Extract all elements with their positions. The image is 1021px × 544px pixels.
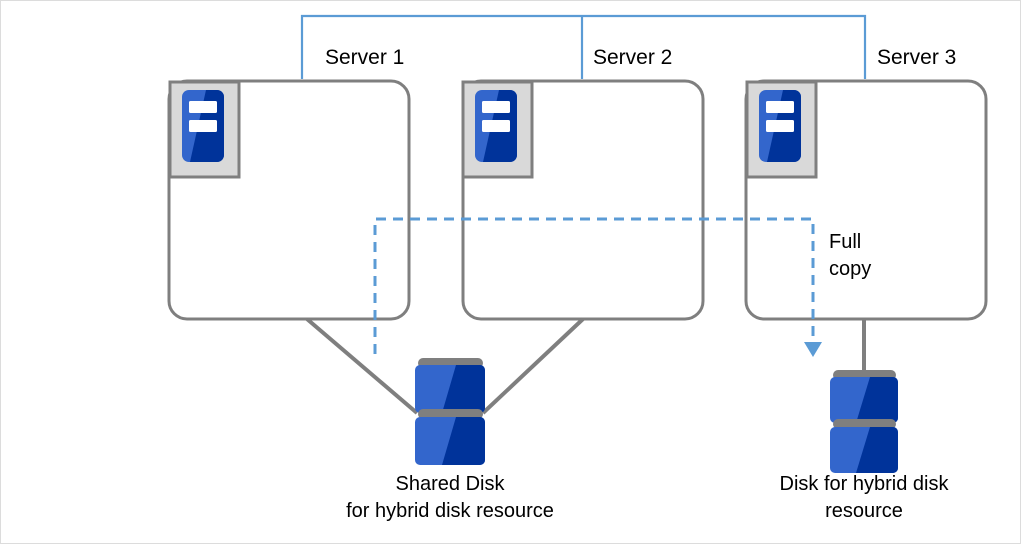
server-icon-3 [745, 80, 818, 179]
full-copy-label-line2: copy [829, 258, 872, 280]
network-interconnect [300, 14, 867, 79]
hybrid-disk-icon [830, 370, 898, 473]
shared-disk-connectors [305, 317, 585, 415]
hybrid-disk-caption-line1: Disk for hybrid disk [779, 473, 949, 495]
hybrid-disk-caption-line2: resource [825, 500, 903, 522]
full-copy-path [373, 217, 822, 357]
shared-disk-caption-line1: Shared Disk [395, 473, 505, 495]
arrow-down-icon [804, 342, 822, 357]
shared-disk-caption-line2: for hybrid disk resource [346, 500, 554, 522]
server-icon-2 [461, 80, 534, 179]
server-1-label: Server 1 [325, 46, 405, 69]
server-2-label: Server 2 [593, 46, 673, 69]
full-copy-label-line1: Full [829, 231, 862, 253]
server-3-label: Server 3 [877, 46, 957, 69]
shared-disk-icon [415, 358, 485, 465]
server-icon-1 [168, 80, 241, 179]
